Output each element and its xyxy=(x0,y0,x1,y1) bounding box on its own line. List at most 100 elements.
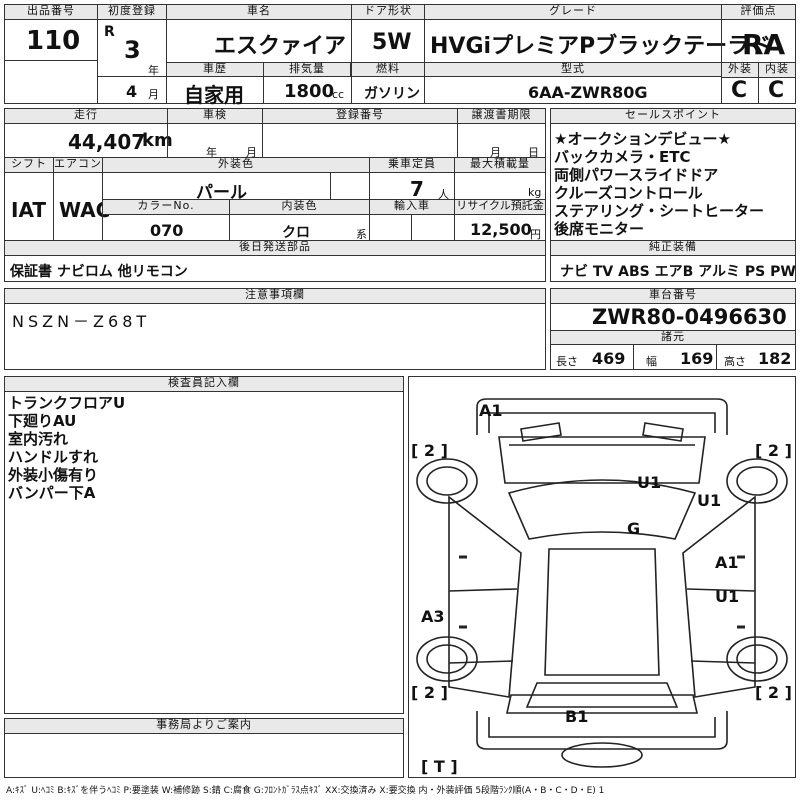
carname-label: 車名 xyxy=(166,4,352,20)
car-outline-diagram xyxy=(416,398,788,768)
header-block xyxy=(4,4,796,104)
disp-unit: cc xyxy=(332,88,345,101)
sales-line: 後席モニター xyxy=(554,220,645,238)
sales-line: ★オークションデビュー★ xyxy=(554,130,731,148)
notes-value: NSZN－Z68T xyxy=(12,312,151,331)
carname-value: エスクァイア xyxy=(214,34,347,59)
ext-value: C xyxy=(731,78,748,103)
damage-diagram: A1 U1 U1 G A1 U1 A3 B1 [ 2 ] [ 2 ] [ 2 ]… xyxy=(408,376,796,778)
lot-label: 出品番号 xyxy=(4,4,98,20)
color-label: 外装色 xyxy=(102,157,370,173)
door-label: ドア形状 xyxy=(351,4,425,20)
history-label: 車歴 xyxy=(166,62,264,77)
load-label: 最大積載量 xyxy=(454,157,546,173)
chassis-label: 車台番号 xyxy=(550,288,796,304)
regno-label: 登録番号 xyxy=(262,108,458,124)
sales-list: ★オークションデビュー★ バックカメラ・ETC 両側パワースライドドア クルーズ… xyxy=(554,130,764,238)
damage-code-right-fender: U1 xyxy=(697,491,722,510)
sales-line: ステアリング・シートヒーター xyxy=(554,202,765,220)
shift-label: シフト xyxy=(4,157,54,173)
inspector-line: バンパー下A xyxy=(8,484,96,502)
transfer-label: 譲渡書期限 xyxy=(457,108,546,124)
damage-code-left-rear: A3 xyxy=(421,607,445,626)
intcolor-label: 内装色 xyxy=(229,199,370,215)
height-value: 182 xyxy=(758,349,792,368)
reg-year: 3 xyxy=(124,36,141,64)
chassis-value: ZWR80-0496630 xyxy=(592,305,787,329)
recycle-unit: 円 xyxy=(530,228,541,241)
inspector-line: トランクフロアU xyxy=(8,394,126,412)
length-label: 長さ xyxy=(556,355,578,368)
width-label: 幅 xyxy=(646,355,657,368)
inspector-line: 下廻りAU xyxy=(8,412,77,430)
spec-label: 諸元 xyxy=(550,330,796,345)
damage-code-windshield: G xyxy=(627,519,641,538)
color-value: パール xyxy=(196,183,247,203)
tire-tread-front-left: [ 2 ] xyxy=(411,441,448,460)
model-value: 6AA-ZWR80G xyxy=(528,83,648,102)
colorno-label: カラーNo. xyxy=(102,199,230,215)
disp-value: 1800 xyxy=(284,81,335,102)
reg-month-unit: 月 xyxy=(148,88,159,101)
mileage-value: 44,407 xyxy=(68,130,146,154)
inspect-year-unit: 年 xyxy=(206,146,217,159)
parts-label: 後日発送部品 xyxy=(4,240,546,256)
mileage-label: 走行 xyxy=(4,108,168,124)
damage-code-hood: U1 xyxy=(637,473,662,492)
reg-year-unit: 年 xyxy=(148,64,159,77)
sales-line: クルーズコントロール xyxy=(554,184,703,202)
seats-label: 乗車定員 xyxy=(369,157,455,173)
tire-tread-spare: [ T ] xyxy=(421,757,458,776)
int-label: 内装 xyxy=(758,62,796,78)
sales-line: バックカメラ・ETC xyxy=(554,148,691,166)
int-value: C xyxy=(768,78,785,103)
inspector-line: 外装小傷有り xyxy=(8,466,99,484)
fuel-value: ガソリン xyxy=(364,86,420,102)
inspect-month-unit: 月 xyxy=(246,146,257,159)
intcolor-value: クロ xyxy=(282,225,310,241)
reg-month: 4 xyxy=(126,82,138,101)
length-value: 469 xyxy=(592,349,626,368)
grade-label: グレード xyxy=(424,4,722,20)
damage-code-right-door: A1 xyxy=(715,553,739,572)
score-value: RA xyxy=(742,28,786,61)
equipment-value: ナビ TV ABS エアB アルミ PS PW xyxy=(560,264,796,280)
import-label: 輸入車 xyxy=(369,199,455,215)
seats-unit: 人 xyxy=(438,188,449,201)
notes-label: 注意事項欄 xyxy=(4,288,546,304)
footer-legend: A:ｷｽﾞ U:ﾍｺﾐ B:ｷｽﾞを伴うﾍｺﾐ P:要塗装 W:補修跡 S:錆 … xyxy=(6,786,605,796)
damage-code-right-rear-door: U1 xyxy=(715,587,740,606)
transfer-month-unit: 月 xyxy=(490,146,501,159)
tire-tread-front-right: [ 2 ] xyxy=(755,441,792,460)
disp-label: 排気量 xyxy=(263,62,351,77)
recycle-label: リサイクル預託金 xyxy=(454,199,546,215)
ext-label: 外装 xyxy=(721,62,759,78)
lot-value: 110 xyxy=(26,26,81,56)
shift-value: IAT xyxy=(11,198,47,222)
door-value: 5W xyxy=(372,30,412,55)
damage-code-rear-bumper: B1 xyxy=(565,707,589,726)
inspector-line: ハンドルすれ xyxy=(8,448,99,466)
inspector-list: トランクフロアU 下廻りAU 室内汚れ ハンドルすれ 外装小傷有り バンパー下A xyxy=(8,394,125,502)
parts-value: 保証書 ナビロム 他リモコン xyxy=(10,264,188,280)
equipment-label: 純正装備 xyxy=(550,240,796,256)
load-unit: kg xyxy=(528,186,542,199)
fuel-label: 燃料 xyxy=(351,62,425,77)
intcolor-unit: 系 xyxy=(356,228,367,241)
office-label: 事務局よりご案内 xyxy=(4,718,404,734)
sales-line: 両側パワースライドドア xyxy=(554,166,719,184)
history-value: 自家用 xyxy=(184,83,244,107)
colorno-value: 070 xyxy=(150,221,184,240)
score-label: 評価点 xyxy=(721,4,796,20)
mileage-unit: km xyxy=(142,130,173,151)
recycle-value: 12,500 xyxy=(470,220,532,239)
reg-era: R xyxy=(104,24,115,40)
ac-label: エアコン xyxy=(53,157,103,173)
damage-code-front-bumper: A1 xyxy=(479,401,503,420)
reg-label: 初度登録 xyxy=(97,4,167,20)
seats-value: 7 xyxy=(410,177,424,201)
model-label: 型式 xyxy=(424,62,722,77)
inspector-line: 室内汚れ xyxy=(8,430,69,448)
tire-tread-rear-left: [ 2 ] xyxy=(411,683,448,702)
ac-value: WAC xyxy=(59,198,111,222)
